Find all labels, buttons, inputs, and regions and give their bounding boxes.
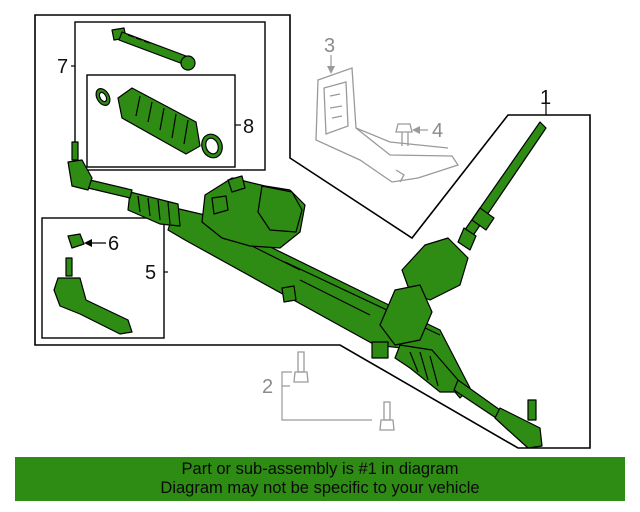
- subgroup-5-frame: [41, 217, 165, 339]
- callout-1: 1: [540, 87, 551, 109]
- bolt-2a-ghost: [293, 351, 309, 383]
- callout-6-arrow: [84, 239, 92, 247]
- leader-4-arrow: [412, 126, 420, 134]
- main-group-frame: [34, 14, 591, 449]
- outer-tie-rod-end: [53, 233, 133, 335]
- subgroup-8-frame: [86, 74, 236, 168]
- bolt-2b-ghost: [379, 401, 395, 431]
- leader-2: [281, 371, 372, 421]
- callout-3: 3: [324, 35, 335, 57]
- leader-3-arrow: [327, 66, 335, 74]
- boot-kit: [95, 87, 223, 159]
- callout-5: 5: [145, 262, 156, 284]
- callout-8: 8: [243, 116, 254, 138]
- steering-rack-assembly: [67, 121, 547, 449]
- callout-2: 2: [262, 376, 273, 398]
- inner-tie-rod-kit: [111, 27, 196, 71]
- callout-7: 7: [57, 56, 68, 78]
- bracket-ghost: [315, 67, 460, 183]
- callout-6: 6: [108, 233, 119, 255]
- banner-line-2: Diagram may not be specific to your vehi…: [160, 479, 480, 497]
- bolt-4-ghost: [395, 123, 413, 146]
- subgroup-7-frame: [74, 21, 266, 171]
- callout-4: 4: [432, 120, 443, 142]
- banner-line-1: Part or sub-assembly is #1 in diagram: [181, 460, 459, 478]
- info-banner: Part or sub-assembly is #1 in diagram Di…: [15, 457, 625, 501]
- parts-diagram: 1 2 3 4 5 6 7 8: [34, 14, 591, 449]
